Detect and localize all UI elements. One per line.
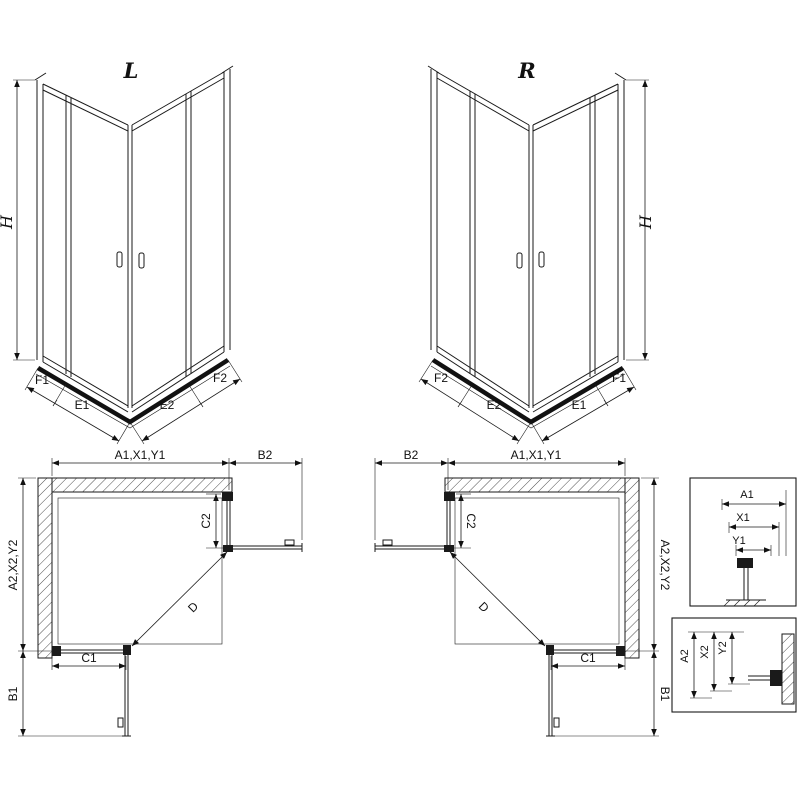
wall-left-hatched (37, 477, 53, 659)
dim-c1-bottom: C1 (550, 651, 626, 670)
wall-top-hatched (51, 477, 233, 493)
dim-label-y2: Y2 (717, 641, 729, 654)
dim-a2-left: A2,X2,Y2 (6, 477, 58, 652)
dim-label-e1: E1 (75, 398, 90, 412)
dim-a1-top: A1,X1,Y1 (51, 448, 230, 490)
dimensions-bottom-left-view: F1 E1 E2 F2 (24, 359, 243, 445)
dim-d-diagonal: D (131, 551, 228, 647)
dim-label-b1: B1 (6, 686, 20, 701)
dim-label-a2: A2 (679, 649, 691, 662)
dim-label-c1: C1 (580, 651, 596, 665)
door-handle-icon (138, 252, 145, 269)
dim-c2-left: C2 (452, 493, 478, 549)
profile-section-detail (723, 558, 766, 607)
dim-label-b2: B2 (258, 448, 273, 462)
door-handles-left-view (116, 251, 145, 269)
dim-label-f1: F1 (35, 373, 49, 387)
perspective-view-right: R (418, 58, 655, 445)
plan-view-right: B2 A1,X1,Y1 C2 A2,X2,Y2 B1 (374, 448, 672, 737)
wall-top-hatched (444, 477, 626, 493)
door-handle-icon (553, 717, 560, 728)
profile-section-detail (748, 633, 795, 705)
hinge-icon (444, 545, 454, 552)
perspective-view-left: L (0, 58, 243, 445)
dim-b1-right-lower: B1 (555, 651, 672, 737)
dim-label-a1x1y1: A1,X1,Y1 (115, 448, 166, 462)
dim-d-diagonal: D (449, 551, 546, 647)
view-label-right: R (517, 58, 535, 83)
door-handle-icon (382, 539, 393, 546)
view-label-left: L (123, 58, 139, 83)
hinge-icon (223, 545, 233, 552)
dim-label-y1: Y1 (732, 535, 745, 547)
detail-frame (689, 477, 797, 607)
dimensions-bottom-right-view: F2 E2 E1 F1 (418, 359, 637, 445)
dim-label-f1: F1 (612, 371, 626, 385)
dim-label-d: D (185, 599, 201, 615)
dim-label-f2: F2 (434, 371, 448, 385)
dim-label-a2x2y2: A2,X2,Y2 (6, 539, 20, 590)
dimension-height-right: H (626, 79, 655, 361)
enclosure-outline-right (427, 65, 627, 429)
dim-label-c2: C2 (464, 513, 478, 529)
dim-label-H: H (636, 214, 655, 230)
plan-view-left: A1,X1,Y1 B2 C2 A2,X2,Y2 B1 C1 (6, 448, 303, 737)
door-handle-icon (284, 539, 295, 546)
door-handle-icon (516, 252, 523, 269)
dim-label-e2: E2 (160, 398, 175, 412)
dim-label-x2: X2 (699, 645, 711, 658)
dim-b1-left-lower: B1 (6, 651, 122, 737)
wall-right-hatched (624, 477, 640, 659)
dim-b2-top-right: B2 (229, 448, 303, 540)
dim-label-a1x1y1: A1,X1,Y1 (511, 448, 562, 462)
dim-label-c1: C1 (81, 651, 97, 665)
glass-side-left (374, 492, 455, 552)
door-handles-right-view (516, 251, 545, 269)
detail-box-upper: A1 X1 Y1 (689, 477, 797, 607)
door-handle-icon (117, 717, 124, 728)
enclosure-outline-left (34, 65, 234, 429)
dim-label-c2: C2 (199, 513, 213, 529)
detail-box-lower: A2 X2 Y2 (671, 617, 797, 713)
dim-label-b1: B1 (658, 687, 672, 702)
tray-outline (454, 497, 620, 645)
dim-label-e2: E2 (487, 398, 502, 412)
dim-label-a2x2y2: A2,X2,Y2 (658, 540, 672, 591)
door-handle-icon (538, 251, 545, 268)
dim-label-H: H (0, 214, 16, 230)
dim-label-x1: X1 (736, 512, 749, 524)
dim-a2-right: A2,X2,Y2 (619, 477, 672, 652)
wall-section-hatched (781, 633, 795, 705)
wall-profile-icon (222, 492, 233, 501)
dim-label-a1: A1 (740, 489, 753, 501)
dim-c1-bottom: C1 (51, 651, 127, 670)
dim-label-b2: B2 (404, 448, 419, 462)
door-handle-icon (116, 251, 123, 268)
dim-label-e1: E1 (572, 398, 587, 412)
dimension-height-left: H (0, 79, 35, 361)
hinge-icon (123, 645, 131, 655)
dim-label-f2: F2 (213, 371, 227, 385)
dim-c2-right: C2 (199, 493, 225, 549)
dim-a1-top: A1,X1,Y1 (447, 448, 626, 490)
hinge-icon (546, 645, 554, 655)
glass-side-right (222, 492, 303, 552)
dim-b2-top-left: B2 (374, 448, 448, 540)
dim-label-d: D (476, 599, 492, 615)
tray-outline (57, 497, 223, 645)
wall-profile-icon (444, 492, 455, 501)
